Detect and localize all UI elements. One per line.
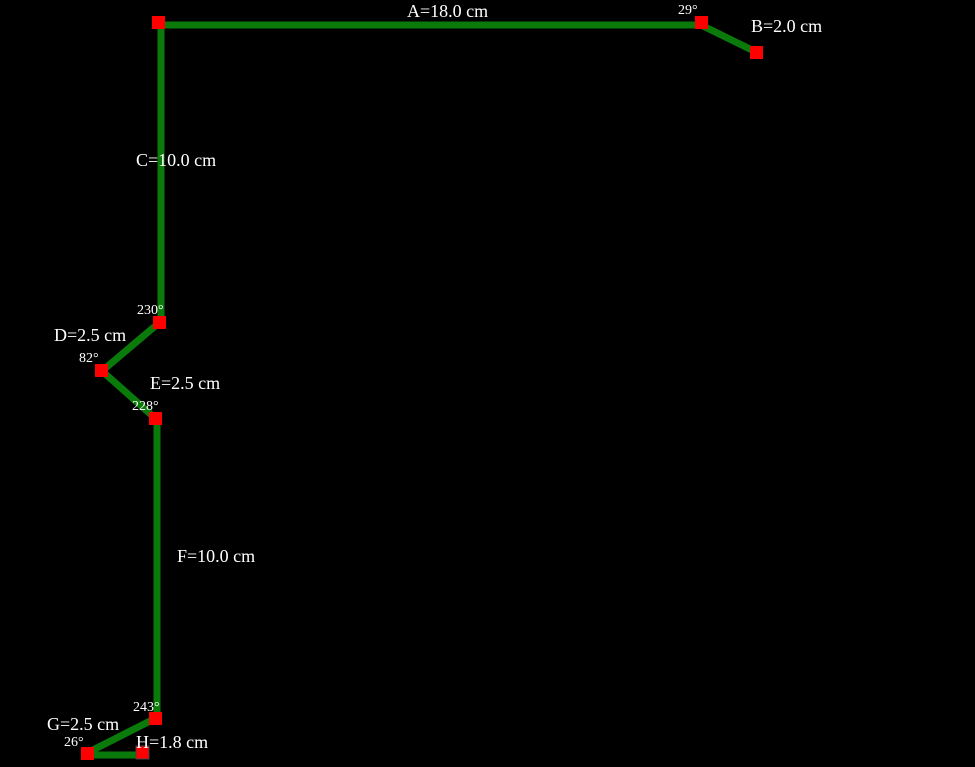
angle-label-3: 82° bbox=[79, 351, 99, 366]
node-4 bbox=[153, 316, 166, 329]
segment-d-label: D=2.5 cm bbox=[54, 325, 126, 345]
segment-e bbox=[99, 368, 159, 422]
segment-b bbox=[699, 21, 758, 56]
node-2 bbox=[695, 16, 708, 29]
segment-b-label: B=2.0 cm bbox=[751, 16, 822, 36]
segment-e-label: E=2.5 cm bbox=[150, 373, 220, 393]
segment-a-label: A=18.0 cm bbox=[407, 1, 488, 21]
segment-f-label: F=10.0 cm bbox=[177, 546, 255, 566]
segment-g-label: G=2.5 cm bbox=[47, 714, 119, 734]
angle-label-2: 230° bbox=[137, 303, 164, 318]
segment-c-label: C=10.0 cm bbox=[136, 150, 216, 170]
node-layer bbox=[81, 16, 763, 760]
node-8 bbox=[81, 747, 94, 760]
segment-layer bbox=[85, 21, 758, 759]
label-layer: A=18.0 cm B=2.0 cm C=10.0 cm D=2.5 cm E=… bbox=[47, 1, 822, 752]
segment-g bbox=[85, 714, 158, 757]
node-7 bbox=[149, 712, 162, 725]
angle-label-4: 228° bbox=[132, 399, 159, 414]
node-5 bbox=[95, 364, 108, 377]
node-3 bbox=[750, 46, 763, 59]
node-1 bbox=[152, 16, 165, 29]
angle-label-5: 243° bbox=[133, 700, 160, 715]
segment-d bbox=[99, 319, 163, 374]
node-6 bbox=[149, 412, 162, 425]
node-9 bbox=[135, 745, 150, 760]
angle-label-1: 29° bbox=[678, 3, 698, 18]
angle-label-6: 26° bbox=[64, 735, 84, 750]
segment-h-label: H=1.8 cm bbox=[136, 732, 208, 752]
